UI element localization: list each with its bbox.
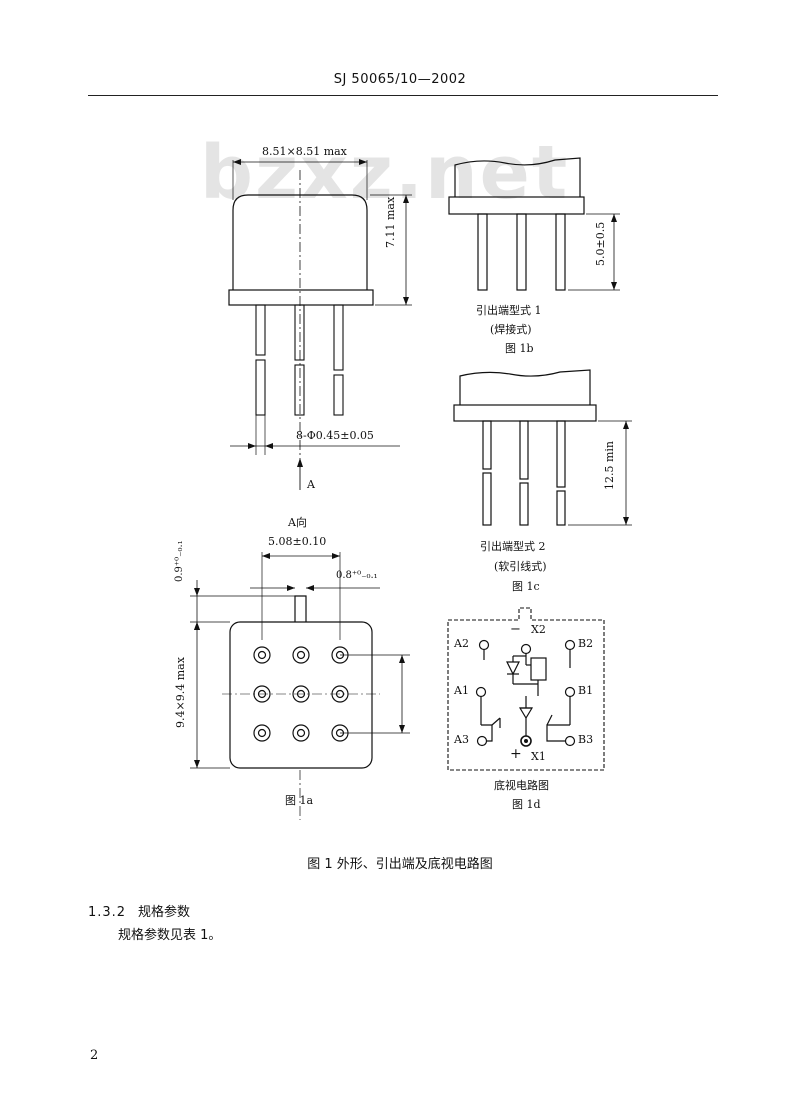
- section-title: 规格参数: [138, 905, 191, 920]
- fig1b-label: 图 1b: [505, 342, 534, 355]
- fig1d-pin-x2: X2: [531, 623, 546, 636]
- fig1c-label: 图 1c: [512, 580, 540, 593]
- fig1d-pin-b3: B3: [578, 733, 594, 746]
- fig1d-pin-b2: B2: [578, 637, 594, 650]
- header-rule: [88, 95, 718, 96]
- fig1c-dimension: 12.5 min: [603, 440, 616, 490]
- fig1b-drawing: [448, 157, 620, 291]
- fig1d-plus-sign: +: [510, 746, 522, 762]
- page-header: SJ 50065/10—2002: [333, 72, 467, 87]
- bottom-pin: [292, 646, 310, 664]
- fig1b-title-line2: (焊接式): [490, 323, 532, 336]
- fig1d-minus-sign: −: [510, 622, 521, 637]
- fig1a-square-dimension: 9.4×9.4 max: [174, 657, 187, 728]
- fig1a-side-view: [228, 159, 412, 490]
- bottom-pin-hole: [335, 650, 345, 660]
- fig1a-bottom-view: [190, 552, 410, 820]
- fig1d-title: 底视电路图: [494, 779, 549, 792]
- fig1a-pin-dimension: 8-Φ0.45±0.05: [296, 429, 374, 442]
- bottom-pin: [292, 685, 310, 703]
- fig1a-view-label: A向: [288, 516, 307, 529]
- body-paragraph: 规格参数见表 1。: [118, 928, 222, 943]
- fig1a-tab-height-dimension: 0.9⁺⁰₋₀.₁: [174, 540, 185, 582]
- fig1b-dimension: 5.0±0.5: [594, 221, 607, 266]
- fig1c-title-line1: 引出端型式 2: [480, 540, 546, 553]
- bottom-pin: [253, 646, 271, 664]
- fig1b-title-line1: 引出端型式 1: [476, 304, 542, 317]
- bottom-pin: [331, 724, 349, 742]
- bottom-pin: [253, 724, 271, 742]
- bottom-pin-hole: [296, 650, 306, 660]
- fig1a-pitch-dimension: 5.08±0.10: [268, 535, 327, 548]
- bottom-pin: [253, 685, 271, 703]
- fig1d-pin-a1: A1: [454, 684, 469, 697]
- page-number: 2: [90, 1048, 99, 1063]
- bottom-pin: [331, 685, 349, 703]
- fig1d-pin-a2: A2: [454, 637, 469, 650]
- fig1d-circuit: [447, 607, 605, 771]
- bottom-pin-hole: [335, 689, 345, 699]
- section-heading: 1.3.2 规格参数: [88, 901, 190, 920]
- figure-caption: 图 1 外形、引出端及底视电路图: [307, 857, 493, 872]
- fig1d-label: 图 1d: [512, 798, 541, 811]
- bottom-pin: [331, 646, 349, 664]
- bottom-pin-hole: [296, 689, 306, 699]
- fig1a-label: 图 1a: [285, 794, 314, 807]
- bottom-pin: [292, 724, 310, 742]
- bottom-pin-hole: [296, 728, 306, 738]
- watermark: bzxz.net: [200, 130, 570, 216]
- fig1d-pin-b1: B1: [578, 684, 594, 697]
- bottom-pin-hole: [257, 689, 267, 699]
- fig1a-height-dimension: 7.11 max: [384, 196, 397, 248]
- fig1d-pin-a3: A3: [454, 733, 469, 746]
- bottom-pin-hole: [257, 650, 267, 660]
- fig1d-pin-x1: X1: [531, 750, 546, 763]
- section-number: 1.3.2: [88, 905, 127, 920]
- bottom-pin-hole: [335, 728, 345, 738]
- fig1a-width-dimension: 8.51×8.51 max: [262, 145, 347, 158]
- fig1c-title-line2: (软引线式): [494, 560, 547, 573]
- fig1a-tab-width-dimension: 0.8⁺⁰₋₀.₁: [336, 570, 378, 581]
- fig1a-view-arrow-label: A: [307, 478, 315, 491]
- fig1c-drawing: [453, 369, 632, 526]
- bottom-pin-hole: [257, 728, 267, 738]
